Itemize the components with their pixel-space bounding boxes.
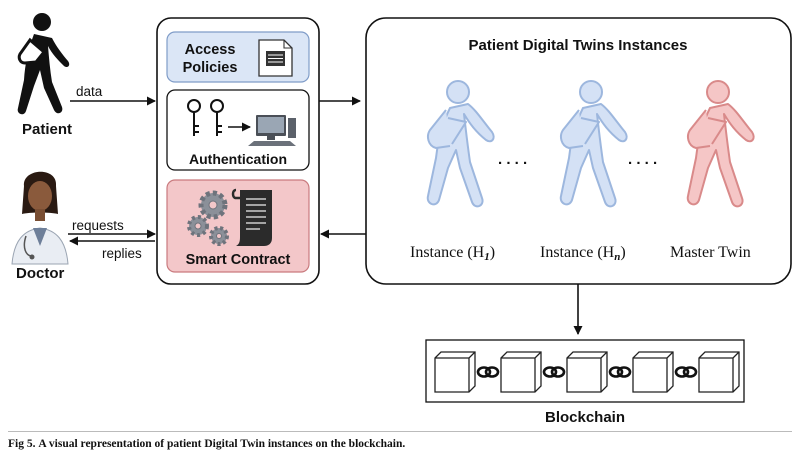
block-3 — [566, 351, 608, 393]
instance-1-label: Instance (H1) — [410, 244, 495, 263]
ellipsis-1: . . . . — [498, 151, 527, 168]
data-arrow-label: data — [76, 84, 103, 99]
block-5 — [698, 351, 740, 393]
instance-n-label: Instance (Hn) — [540, 244, 626, 263]
patient-figure — [17, 13, 70, 115]
computer-icon — [248, 115, 296, 146]
caption-text: A visual representation of patient Digit… — [38, 438, 406, 450]
caption-figure-number: Fig 5. — [8, 438, 36, 450]
chain-link-1 — [476, 366, 500, 378]
block-1 — [434, 351, 476, 393]
master-twin-label: Master Twin — [670, 244, 751, 261]
requests-label: requests — [72, 218, 124, 233]
ellipsis-2: . . . . — [628, 151, 657, 168]
figure-caption: Fig 5. A visual representation of patien… — [8, 431, 792, 450]
authentication-box — [166, 89, 310, 171]
smart-contract-label: Smart Contract — [186, 252, 291, 268]
key-icon — [187, 99, 224, 136]
chain-link-3 — [608, 366, 632, 378]
twins-title: Patient Digital Twins Instances — [469, 37, 688, 54]
block-2 — [500, 351, 542, 393]
blockchain-label: Blockchain — [545, 409, 625, 426]
blockchain-chain — [434, 351, 740, 393]
patient-label: Patient — [22, 121, 72, 138]
doctor-avatar — [11, 171, 69, 265]
doctor-label: Doctor — [16, 265, 64, 282]
chain-link-2 — [542, 366, 566, 378]
document-icon — [258, 39, 293, 77]
authentication-label: Authentication — [189, 151, 287, 167]
scroll-icon — [231, 188, 272, 246]
chain-link-4 — [674, 366, 698, 378]
block-4 — [632, 351, 674, 393]
access-policies-line1: Access — [185, 42, 236, 58]
gears-icon — [187, 190, 229, 246]
access-policies-line2: Policies — [183, 60, 238, 76]
replies-label: replies — [102, 246, 142, 261]
